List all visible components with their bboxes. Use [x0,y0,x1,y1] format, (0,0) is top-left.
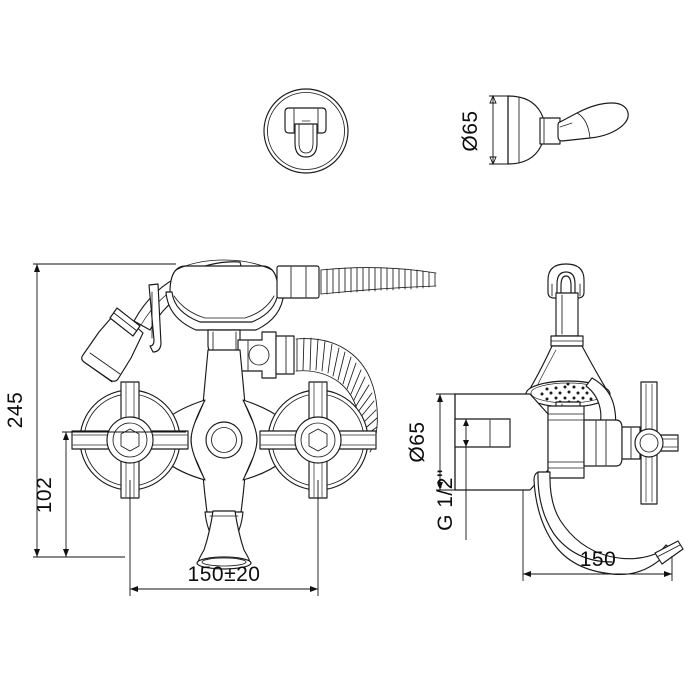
side-handle [634,381,679,505]
dim-102-arrow-top [63,432,69,440]
mixer-center-ring-inner [211,427,237,453]
dim-d65-top: Ø65 [459,94,508,166]
dim-245-arrow-bottom [34,549,40,557]
shower-head-face-edge [83,361,113,383]
dim-102-arrow-bottom [63,549,69,557]
diverter-outlet-assembly [237,331,378,453]
shower-head-collar-line [113,312,138,332]
dim-g12-label: G 1/2" [434,469,457,531]
dim-150-arrow-left [523,571,531,577]
dim-150pm20-arrow-left [130,586,138,592]
side-shower-spray-holes [540,382,597,404]
side-spout-tip-line [656,544,681,558]
dim-g12-arrow-bottom [463,440,469,447]
dim-150-label: 150 [580,548,617,571]
handle-right-hex-cap [308,428,328,452]
dim-150pm20: 150±20 [129,480,319,596]
side-flange-bore [454,418,511,448]
dim-d65-arrow-bottom [437,482,443,490]
wallplate-collar [539,117,561,145]
lever-handle [557,102,629,142]
dim-102: 102 [33,431,186,557]
dim-d65-top-label: Ø65 [459,110,482,151]
dim-150pm20-label: 150±20 [188,563,261,586]
escutcheon-inner-ring [267,92,345,170]
dim-150-arrow-right [664,571,672,577]
side-holder-bracket [547,263,585,299]
front-elevation-view: 245 102 150±20 [4,259,437,596]
side-shower-holder [547,263,585,299]
side-shower-riser [555,292,579,337]
dim-d65-arrow-top [437,394,443,402]
lever-handle-fold [576,112,591,139]
side-stem-housing-ribs [595,420,607,466]
dim-150pm20-arrow-right [310,586,318,592]
dim-d65-top-arrow-down [489,156,497,166]
upper-body-assembly [165,259,285,354]
handle-right [259,381,377,499]
dim-245-arrow-top [34,264,40,272]
shower-head-rim [89,352,121,375]
detail-wallplate-view: Ø65 [459,94,629,166]
upper-body-cap-top-arc [175,259,273,271]
side-spout [533,471,684,576]
hose-connector-upper [276,265,320,299]
side-handle-hub-inner [639,433,659,453]
detail-escutcheon-view [263,88,349,174]
handle-left [71,381,189,499]
side-elevation-view: Ø65 G 1/2" 150 [406,263,684,581]
side-valve-core [547,405,585,479]
dim-d65-label: Ø65 [406,421,429,462]
holder-cradle-inner [298,123,314,154]
dim-g12-arrow-top [463,419,469,426]
dim-d65-side: Ø65 [406,393,456,491]
side-stem-housing [583,419,623,467]
mixer-spout-mouth [196,556,252,570]
mixer-spout-mouth-inner [201,557,247,567]
handle-left-hex-cap [120,428,140,452]
lever-handle-shade [559,122,573,128]
side-valve-body [547,405,641,479]
hose-coil-upper [320,267,437,295]
dim-g12: G 1/2" [434,419,469,540]
dim-d65-top-arrow-up [489,94,497,104]
holder-cradle-outer [294,123,318,158]
dim-102-label: 102 [33,477,56,514]
dim-150: 150 [522,490,673,581]
side-spout-inner-curve [537,471,613,563]
upper-hose-assembly [276,265,437,299]
diverter-outlet-collar [275,335,295,375]
dim-245: 245 [4,263,176,558]
diverter-outlet-nut [248,344,270,366]
upper-body-cap-inner [173,295,275,319]
dim-245-label: 245 [4,392,27,429]
